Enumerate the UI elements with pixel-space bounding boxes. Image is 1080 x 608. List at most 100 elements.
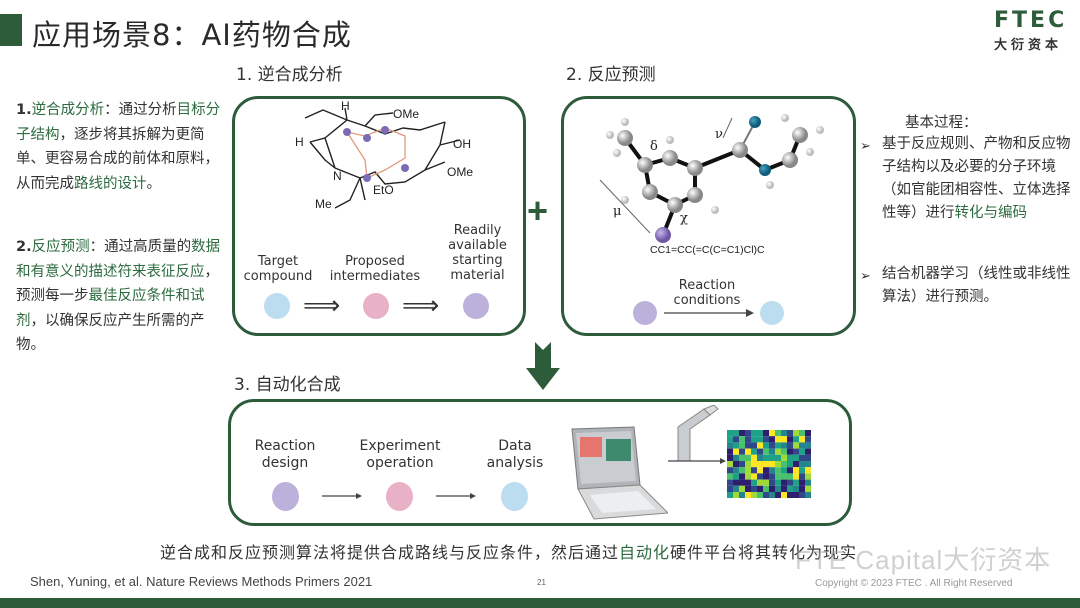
heatmap-cell (739, 442, 745, 449)
heatmap-cell (799, 467, 805, 474)
heatmap-cell (793, 467, 799, 474)
heatmap-cell (805, 461, 811, 468)
logo-text: FTEC (994, 8, 1068, 33)
heatmap-cell (739, 436, 745, 443)
heatmap-cell (751, 467, 757, 474)
heatmap-cell (763, 467, 769, 474)
heatmap-cell (751, 430, 757, 437)
experiment-operation-dot (386, 482, 413, 511)
process-bullet-2: 结合机器学习（线性或非线性算法）进行预测。 (882, 266, 1071, 305)
plus-icon: + (527, 190, 549, 231)
reactant-dot (633, 301, 657, 325)
heatmap-cell (751, 473, 757, 480)
flow-arrow-icon (436, 493, 476, 499)
nu-symbol: ν (715, 127, 723, 142)
heatmap-cell (733, 461, 739, 468)
heatmap-cell (745, 448, 751, 455)
heatmap-cell (805, 448, 811, 455)
starting-material-dot (463, 293, 489, 319)
heatmap-cell (739, 492, 745, 498)
heatmap-cell (799, 442, 805, 449)
heatmap-cell (727, 461, 733, 468)
heatmap-cell (787, 479, 793, 486)
heatmap-cell (751, 442, 757, 449)
heatmap-cell (775, 473, 781, 480)
heatmap-cell (793, 461, 799, 468)
atom-label: H (341, 100, 350, 113)
heatmap-cell (727, 436, 733, 443)
heatmap-cell (763, 454, 769, 461)
atom-label: OH (453, 137, 471, 151)
reaction-arrow-icon (664, 309, 754, 317)
heatmap-cell (727, 479, 733, 486)
robot-arm-icon (677, 405, 719, 462)
heatmap-cell (781, 467, 787, 474)
heatmap-cell (757, 485, 763, 492)
section-prediction-heading: 2. 反应预测 (566, 65, 656, 85)
heatmap-cell (733, 442, 739, 449)
target-compound-dot (264, 293, 290, 319)
heatmap-cell (727, 467, 733, 474)
atom-label: OMe (447, 165, 473, 179)
heatmap-cell (769, 473, 775, 480)
title-accent-bar (0, 14, 22, 46)
section-automation-heading: 3. 自动化合成 (234, 375, 341, 395)
heatmap-cell (775, 454, 781, 461)
heatmap-cell (793, 442, 799, 449)
heatmap-cell (769, 485, 775, 492)
heatmap-cell (763, 485, 769, 492)
footer-bar (0, 598, 1080, 608)
heatmap-cell (733, 436, 739, 443)
heatmap-cell (757, 430, 763, 437)
heatmap-cell (745, 442, 751, 449)
heatmap-cell (793, 448, 799, 455)
heatmap-cell (769, 467, 775, 474)
atom-label: N (333, 169, 342, 183)
heatmap-cell (805, 430, 811, 437)
heatmap-cell (775, 467, 781, 474)
atom-label: EtO (373, 183, 394, 197)
mu-symbol: μ (613, 204, 621, 219)
heatmap-cell (751, 479, 757, 486)
page-title: 应用场景8：AI药物合成 (32, 18, 352, 52)
heatmap-cell (763, 461, 769, 468)
process-heading: 基本过程： (905, 115, 978, 131)
heatmap-cell (739, 454, 745, 461)
heatmap-cell (757, 467, 763, 474)
heatmap-cell (787, 492, 793, 498)
heatmap-cell (787, 467, 793, 474)
heatmap-cell (793, 479, 799, 486)
heatmap-cell (787, 442, 793, 449)
heatmap-cell (757, 473, 763, 480)
reaction-design-dot (272, 482, 299, 511)
logo-subtitle: 大衍资本 (994, 38, 1063, 53)
heatmap-cell (787, 436, 793, 443)
copyright-text: Copyright © 2023 FTEC . All Right Reserv… (815, 578, 1013, 589)
heatmap-cell (769, 454, 775, 461)
heatmap-cell (799, 473, 805, 480)
heatmap-cell (799, 430, 805, 437)
heatmap-cell (769, 442, 775, 449)
heatmap-cell (745, 473, 751, 480)
heatmap-cell (799, 479, 805, 486)
heatmap-cell (781, 479, 787, 486)
heatmap-cell (805, 442, 811, 449)
heatmap-cell (775, 492, 781, 498)
heatmap-cell (733, 473, 739, 480)
heatmap-cell (787, 448, 793, 455)
heatmap-cell (787, 461, 793, 468)
heatmap-cell (739, 479, 745, 486)
product-dot (760, 301, 784, 325)
heatmap-cell (805, 454, 811, 461)
heatmap-cell (775, 436, 781, 443)
heatmap-cell (793, 473, 799, 480)
heatmap-cell (745, 485, 751, 492)
smiles-string: CC1=CC(=C(C=C1)Cl)C (650, 244, 765, 256)
heatmap-cell (733, 430, 739, 437)
heatmap-cell (757, 448, 763, 455)
data-analysis-dot (501, 482, 528, 511)
heatmap-cell (763, 442, 769, 449)
heatmap-cell (793, 436, 799, 443)
